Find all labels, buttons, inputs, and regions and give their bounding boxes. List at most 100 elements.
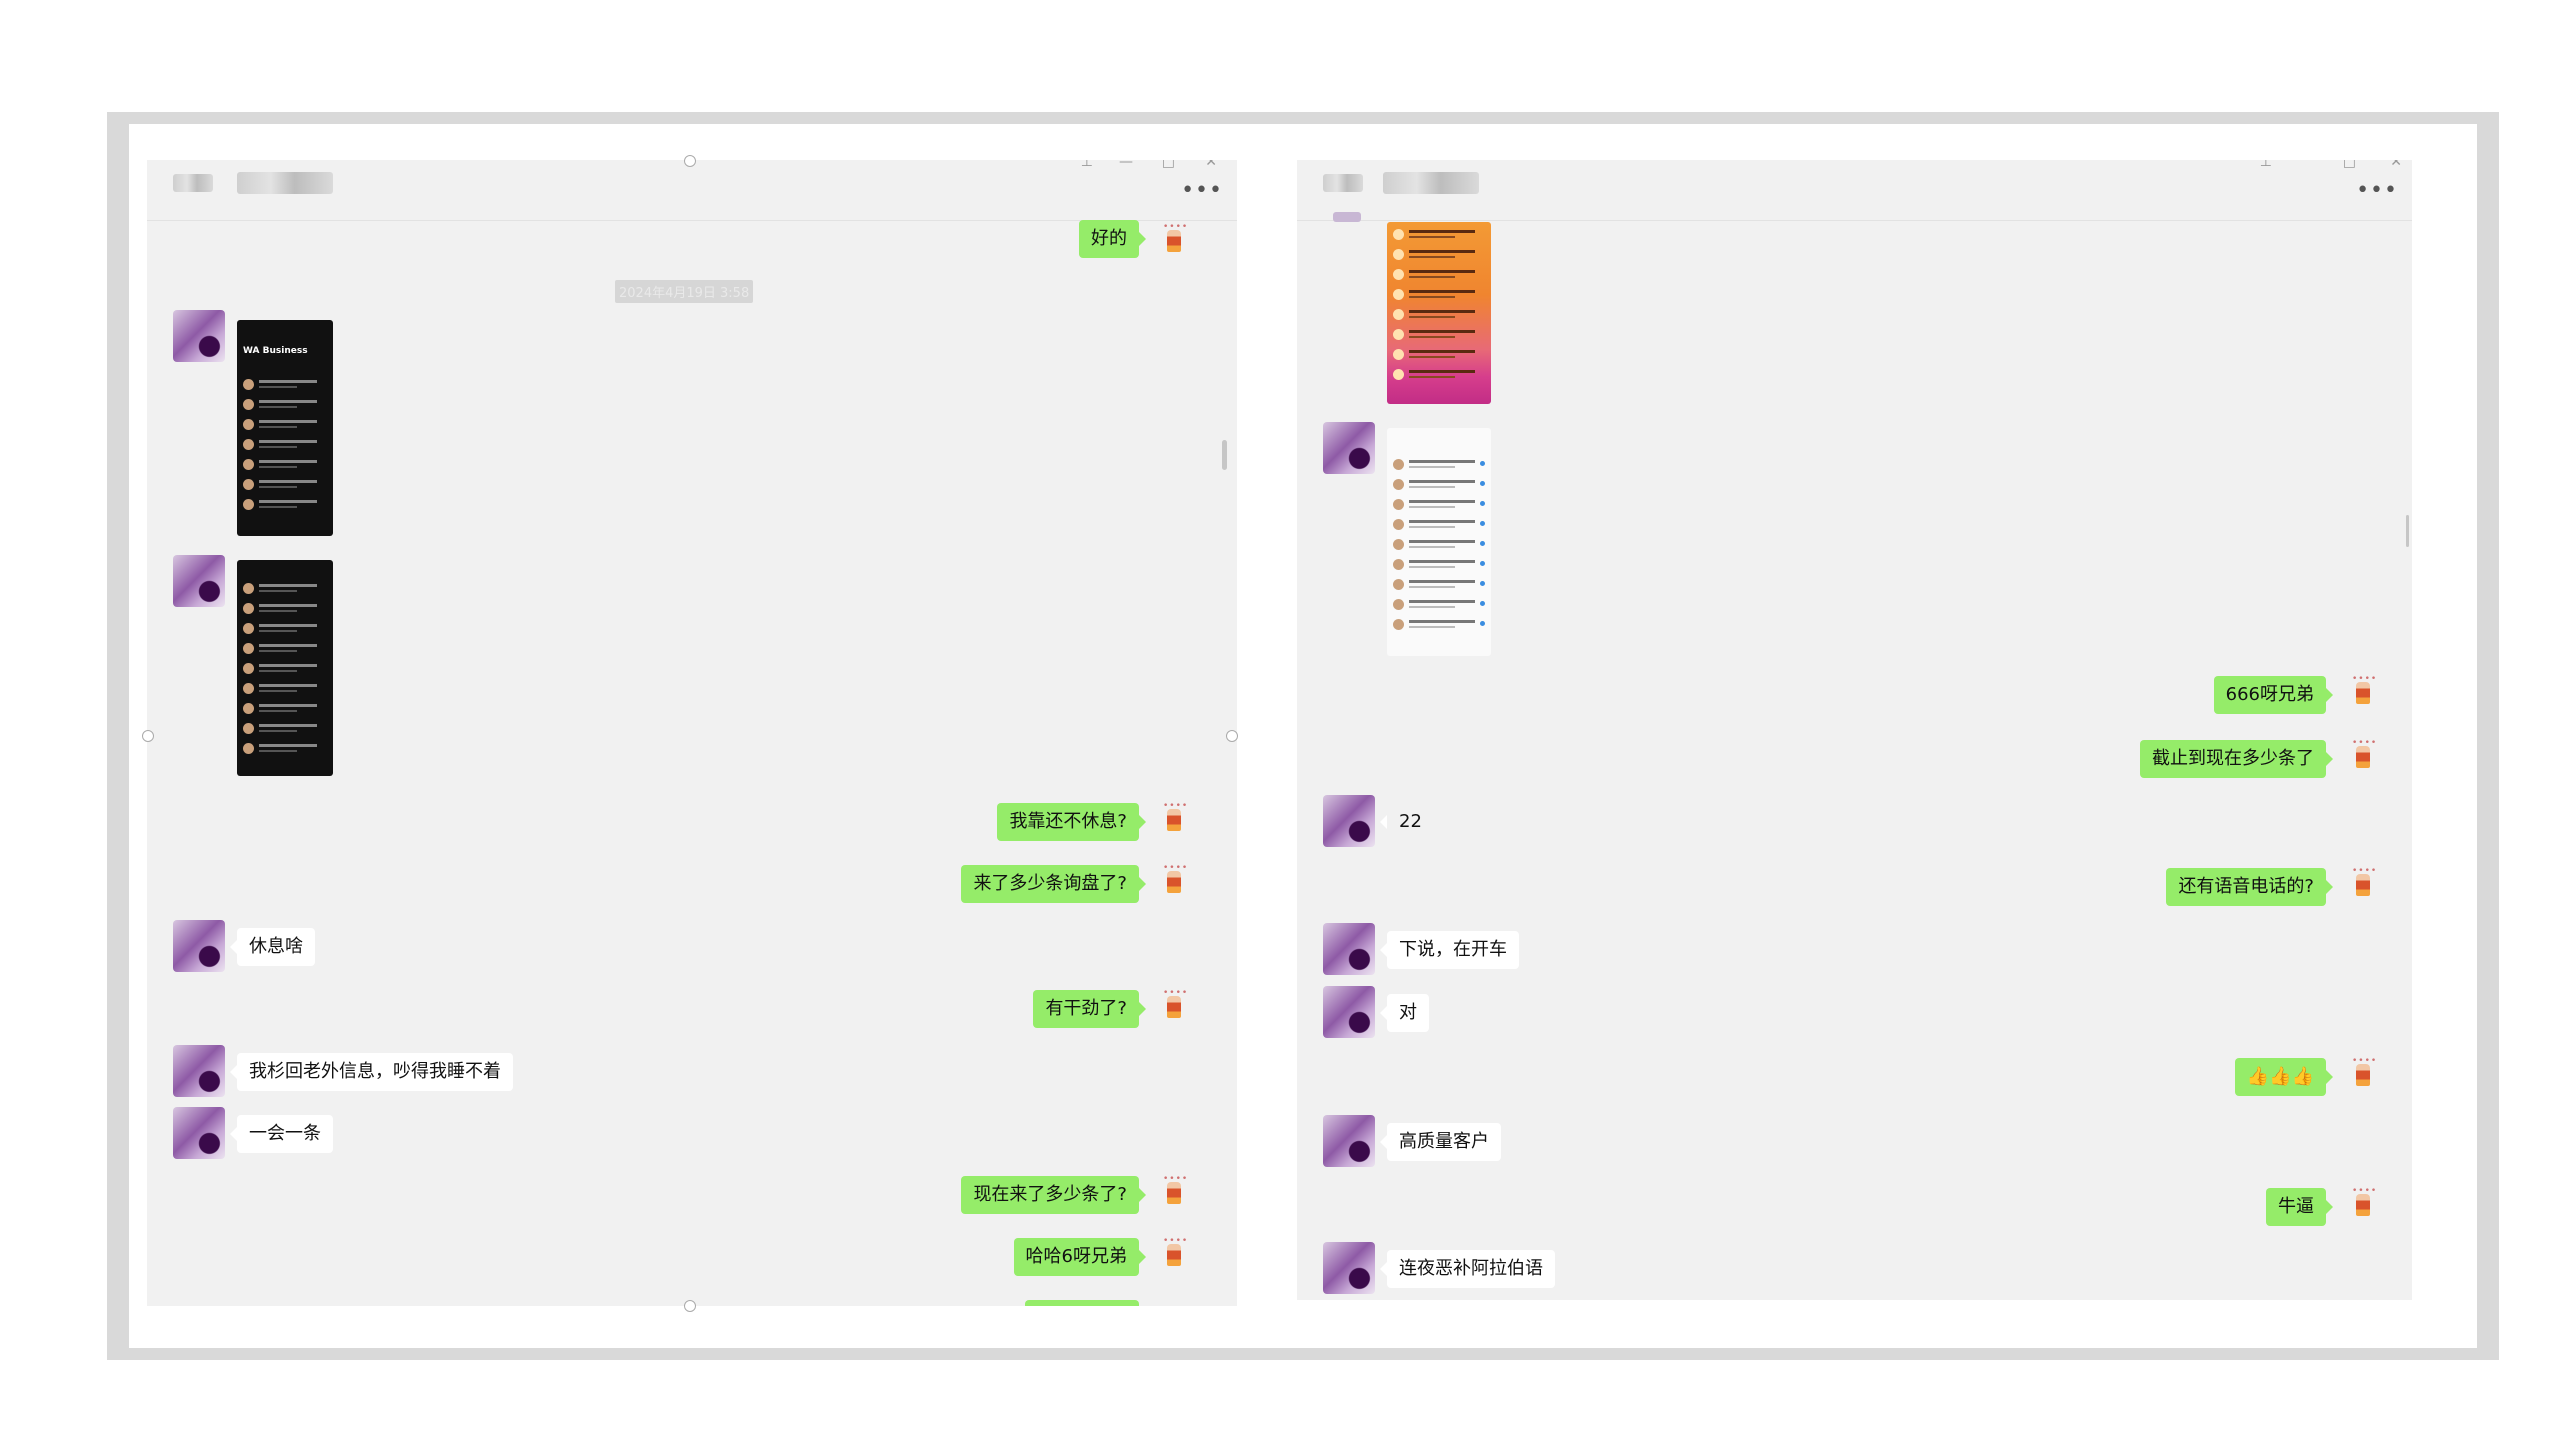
resize-handle[interactable] — [684, 1300, 696, 1312]
message-bubble[interactable]: 我靠还不休息? — [997, 803, 1146, 841]
contact-avatar[interactable] — [1323, 923, 1375, 975]
my-avatar[interactable]: •••• — [1159, 1174, 1187, 1216]
blurred-avatar-fragment — [1333, 212, 1361, 222]
message-bubble[interactable]: 截止到现在多少条了 — [2140, 740, 2333, 778]
message-in: 我杉回老外信息，吵得我睡不着 — [147, 1045, 1237, 1105]
message-out: 还有语音电话的? •••• — [1297, 860, 2412, 920]
my-avatar[interactable]: •••• — [2348, 738, 2376, 780]
scrollbar-thumb[interactable] — [1222, 440, 1227, 470]
message-in: 休息啥 — [147, 920, 1237, 980]
contact-name-blurred — [1323, 174, 1363, 192]
contact-name-blurred-2 — [237, 172, 333, 194]
avatar-dots-icon: •••• — [1163, 863, 1189, 873]
resize-handle[interactable] — [142, 730, 154, 742]
message-bubble[interactable]: 现在来了多少条了? — [961, 1176, 1146, 1214]
maximize-icon[interactable]: □ — [1161, 160, 1175, 170]
resize-handle[interactable] — [684, 155, 696, 167]
avatar-figure-icon — [1167, 230, 1181, 252]
message-out: 来了多少条询盘了? •••• — [147, 857, 1237, 917]
chat-timestamp: 2024年4月19日 3:58 — [615, 280, 754, 303]
avatar-figure-icon — [2356, 682, 2370, 704]
message-bubble[interactable]: 好的 — [1079, 220, 1146, 258]
avatar-figure-icon — [1167, 996, 1181, 1018]
message-out: 👍👍👍 •••• — [1297, 1050, 2412, 1110]
avatar-dots-icon: •••• — [2352, 674, 2378, 684]
contact-avatar[interactable] — [173, 1045, 225, 1097]
message-out: 哈哈6呀兄弟 •••• — [147, 1230, 1237, 1290]
whatsapp-screenshot-orange[interactable] — [1387, 222, 1491, 404]
pin-icon[interactable]: ⊥ — [1080, 160, 1093, 170]
message-bubble[interactable]: 22 — [1380, 803, 1434, 841]
message-bubble[interactable]: 哈哈6呀兄弟 — [1013, 1238, 1147, 1276]
message-bubble[interactable]: 有干劲了? — [1033, 990, 1146, 1028]
pin-icon[interactable]: ⊥ — [2259, 160, 2272, 170]
my-avatar[interactable]: •••• — [2348, 1186, 2376, 1228]
contact-avatar[interactable] — [1323, 1115, 1375, 1167]
whatsapp-chat-list-screenshot[interactable] — [237, 560, 333, 776]
resize-handle[interactable] — [1226, 730, 1238, 742]
contact-avatar[interactable] — [1323, 1242, 1375, 1294]
avatar-dots-icon: •••• — [2352, 866, 2378, 876]
message-in: 连夜恶补阿拉伯语 — [1297, 1242, 2412, 1300]
message-bubble[interactable]: 666呀兄弟 — [2213, 676, 2334, 714]
contact-avatar[interactable] — [173, 920, 225, 972]
avatar-dots-icon: •••• — [2352, 738, 2378, 748]
avatar-figure-icon — [1167, 1182, 1181, 1204]
message-bubble[interactable]: 休息啥 — [230, 928, 315, 966]
contact-avatar[interactable] — [1323, 795, 1375, 847]
avatar-dots-icon: •••• — [1163, 988, 1189, 998]
contact-avatar[interactable] — [173, 1107, 225, 1159]
my-avatar[interactable]: •••• — [1159, 863, 1187, 905]
message-bubble[interactable]: 我杉回老外信息，吵得我睡不着 — [230, 1053, 513, 1091]
avatar-dots-icon: •••• — [1163, 1174, 1189, 1184]
message-bubble[interactable]: 牛逼 — [2266, 1188, 2333, 1226]
message-bubble[interactable]: 对 — [1380, 994, 1429, 1032]
my-avatar[interactable]: •••• — [1159, 801, 1187, 843]
message-out-partial — [147, 1292, 1237, 1306]
avatar-dots-icon: •••• — [2352, 1186, 2378, 1196]
avatar-figure-icon — [1167, 1244, 1181, 1266]
maximize-icon[interactable]: □ — [2342, 160, 2356, 170]
contact-name-blurred — [173, 174, 213, 192]
screenshot-title: WA Business — [243, 346, 308, 356]
scrollbar-thumb[interactable] — [2406, 515, 2409, 547]
contact-name-blurred-2 — [1383, 172, 1479, 194]
my-avatar[interactable]: •••• — [2348, 1056, 2376, 1098]
more-dots-icon[interactable]: ••• — [2356, 178, 2398, 203]
left-chat-header: ⊥ — □ ✕ ••• — [147, 160, 1237, 221]
contact-avatar[interactable] — [1323, 422, 1375, 474]
message-bubble[interactable]: 下说，在开车 — [1380, 931, 1519, 969]
whatsapp-business-screenshot[interactable]: WA Business — [237, 320, 333, 536]
my-avatar[interactable]: •••• — [2348, 866, 2376, 908]
avatar-figure-icon — [1167, 809, 1181, 831]
avatar-figure-icon — [2356, 746, 2370, 768]
contact-avatar[interactable] — [173, 310, 225, 362]
message-bubble[interactable]: 👍👍👍 — [2234, 1058, 2334, 1096]
right-chat-window: ⊥ □ ✕ ••• 666呀兄弟 •••• 截止到现在多少条了 •••• — [1297, 160, 2412, 1300]
right-chat-header: ⊥ □ ✕ ••• — [1297, 160, 2412, 221]
message-bubble[interactable]: 还有语音电话的? — [2166, 868, 2333, 906]
message-bubble[interactable]: 高质量客户 — [1380, 1123, 1501, 1161]
message-bubble[interactable]: 一会一条 — [230, 1115, 333, 1153]
contact-avatar[interactable] — [173, 555, 225, 607]
my-avatar[interactable]: •••• — [1159, 222, 1187, 264]
message-bubble[interactable]: 来了多少条询盘了? — [961, 865, 1146, 903]
message-bubble-partial[interactable] — [1025, 1300, 1139, 1306]
message-bubble[interactable]: 连夜恶补阿拉伯语 — [1380, 1250, 1555, 1288]
contact-avatar[interactable] — [1323, 986, 1375, 1038]
my-avatar[interactable]: •••• — [1159, 1236, 1187, 1278]
close-icon[interactable]: ✕ — [1205, 160, 1217, 170]
message-out: 好的 •••• — [147, 212, 1237, 272]
avatar-dots-icon: •••• — [2352, 1056, 2378, 1066]
more-dots-icon[interactable]: ••• — [1181, 178, 1223, 203]
message-out: 我靠还不休息? •••• — [147, 795, 1237, 855]
close-icon[interactable]: ✕ — [2390, 160, 2402, 170]
my-avatar[interactable]: •••• — [2348, 674, 2376, 716]
my-avatar[interactable]: •••• — [1159, 988, 1187, 1030]
message-in: 高质量客户 — [1297, 1115, 2412, 1175]
minimize-icon[interactable]: — — [1119, 160, 1133, 170]
avatar-figure-icon — [2356, 1064, 2370, 1086]
whatsapp-chat-list-light-screenshot[interactable] — [1387, 428, 1491, 656]
message-out: 牛逼 •••• — [1297, 1180, 2412, 1240]
message-out: 有干劲了? •••• — [147, 982, 1237, 1042]
